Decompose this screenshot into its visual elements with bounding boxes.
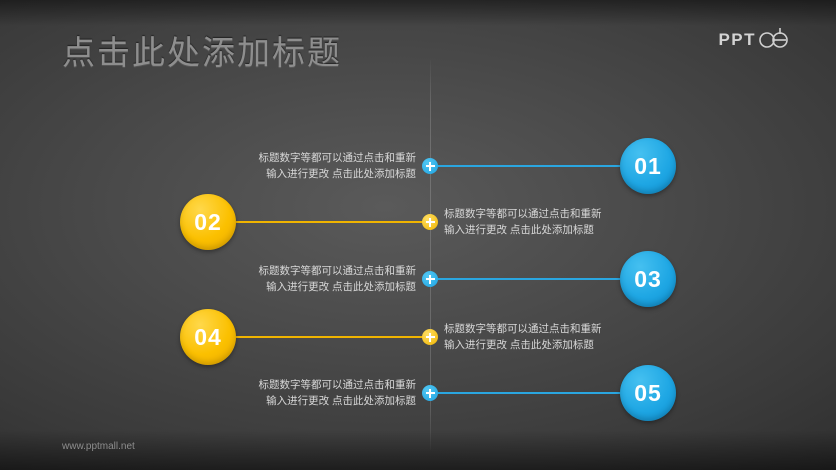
item-text-line: 标题数字等都可以通过点击和重新 [444,208,602,220]
item-text: 标题数字等都可以通过点击和重新 输入进行更改 点击此处添加标题 [444,321,602,353]
item-text-line: 输入进行更改 点击此处添加标题 [266,281,416,293]
list-item: 标题数字等都可以通过点击和重新 输入进行更改 点击此处添加标题 01 [0,138,836,194]
connector-line [430,278,620,280]
item-text-line: 标题数字等都可以通过点击和重新 [258,152,417,164]
node-marker-icon [422,158,438,174]
node-marker-icon [422,329,438,345]
list-item: 标题数字等都可以通过点击和重新 输入进行更改 点击此处添加标题 03 [0,251,836,307]
circle-target-icon [758,25,788,56]
item-text: 标题数字等都可以通过点击和重新 输入进行更改 点击此处添加标题 [259,150,417,182]
number-bubble[interactable]: 04 [180,309,236,365]
number-bubble[interactable]: 05 [620,365,676,421]
number-bubble[interactable]: 03 [620,251,676,307]
connector-line [236,336,430,338]
item-text-line: 输入进行更改 点击此处添加标题 [444,339,594,351]
item-text: 标题数字等都可以通过点击和重新 输入进行更改 点击此处添加标题 [259,263,417,295]
connector-line [430,392,620,394]
item-text-line: 标题数字等都可以通过点击和重新 [258,265,417,277]
node-marker-icon [422,271,438,287]
number-label: 04 [194,323,222,350]
brand-logo: PPT [718,26,788,54]
logo-text: PPT [718,30,756,49]
page-title: 点击此处添加标题 [62,34,342,71]
item-text-line: 输入进行更改 点击此处添加标题 [444,224,594,236]
number-label: 05 [634,379,662,406]
number-bubble[interactable]: 02 [180,194,236,250]
number-label: 03 [634,265,662,292]
item-text: 标题数字等都可以通过点击和重新 输入进行更改 点击此处添加标题 [259,377,417,409]
connector-line [430,165,620,167]
item-text: 标题数字等都可以通过点击和重新 输入进行更改 点击此处添加标题 [444,206,602,238]
connector-line [236,221,430,223]
node-marker-icon [422,385,438,401]
item-text-line: 输入进行更改 点击此处添加标题 [266,168,416,180]
number-bubble[interactable]: 01 [620,138,676,194]
list-item: 标题数字等都可以通过点击和重新 输入进行更改 点击此处添加标题 04 [0,309,836,365]
center-divider [430,60,431,450]
item-text-line: 标题数字等都可以通过点击和重新 [444,323,602,335]
list-item: 标题数字等都可以通过点击和重新 输入进行更改 点击此处添加标题 05 [0,365,836,421]
number-label: 01 [634,152,662,179]
footer-url: www.pptmall.net [62,441,135,452]
item-text-line: 标题数字等都可以通过点击和重新 [258,379,417,391]
item-text-line: 输入进行更改 点击此处添加标题 [266,395,416,407]
node-marker-icon [422,214,438,230]
list-item: 标题数字等都可以通过点击和重新 输入进行更改 点击此处添加标题 02 [0,194,836,250]
top-edge-shade [0,0,836,26]
number-label: 02 [194,208,222,235]
